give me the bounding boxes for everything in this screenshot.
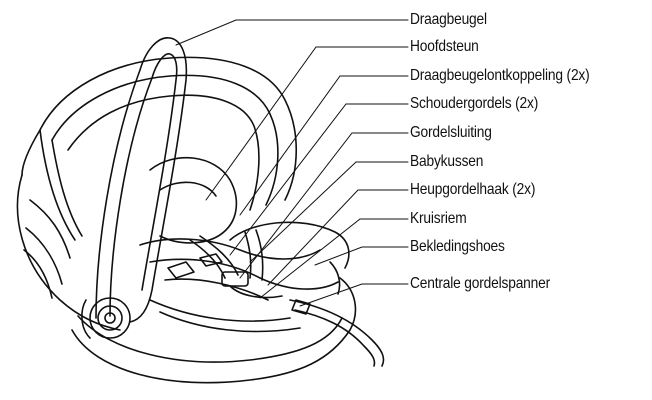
label-gordelsluiting: Gordelsluiting bbox=[410, 123, 492, 143]
leader-bekledingshoes bbox=[315, 247, 408, 265]
label-heupgordelhaak: Heupgordelhaak (2x) bbox=[410, 180, 535, 200]
leader-schoudergordels bbox=[230, 104, 408, 255]
leader-kruisriem bbox=[260, 219, 408, 298]
leader-gordelsluiting bbox=[240, 133, 408, 278]
label-schoudergordels: Schoudergordels (2x) bbox=[410, 94, 538, 114]
label-hoofdsteun: Hoofdsteun bbox=[410, 37, 479, 57]
leader-draagbeugel bbox=[176, 20, 408, 45]
label-babykussen: Babykussen bbox=[410, 152, 483, 172]
label-kruisriem: Kruisriem bbox=[410, 209, 467, 229]
leader-hoofdsteun bbox=[206, 47, 408, 200]
label-centrale-gordelspanner: Centrale gordelspanner bbox=[410, 274, 550, 294]
label-draagbeugelontkoppeling: Draagbeugelontkoppeling (2x) bbox=[410, 66, 590, 86]
label-draagbeugel: Draagbeugel bbox=[410, 10, 487, 30]
label-bekledingshoes: Bekledingshoes bbox=[410, 237, 505, 257]
leader-centrale-gordelspanner bbox=[300, 284, 408, 306]
leader-draagbeugelontkoppeling bbox=[240, 76, 408, 215]
leader-heupgordelhaak bbox=[268, 190, 408, 285]
